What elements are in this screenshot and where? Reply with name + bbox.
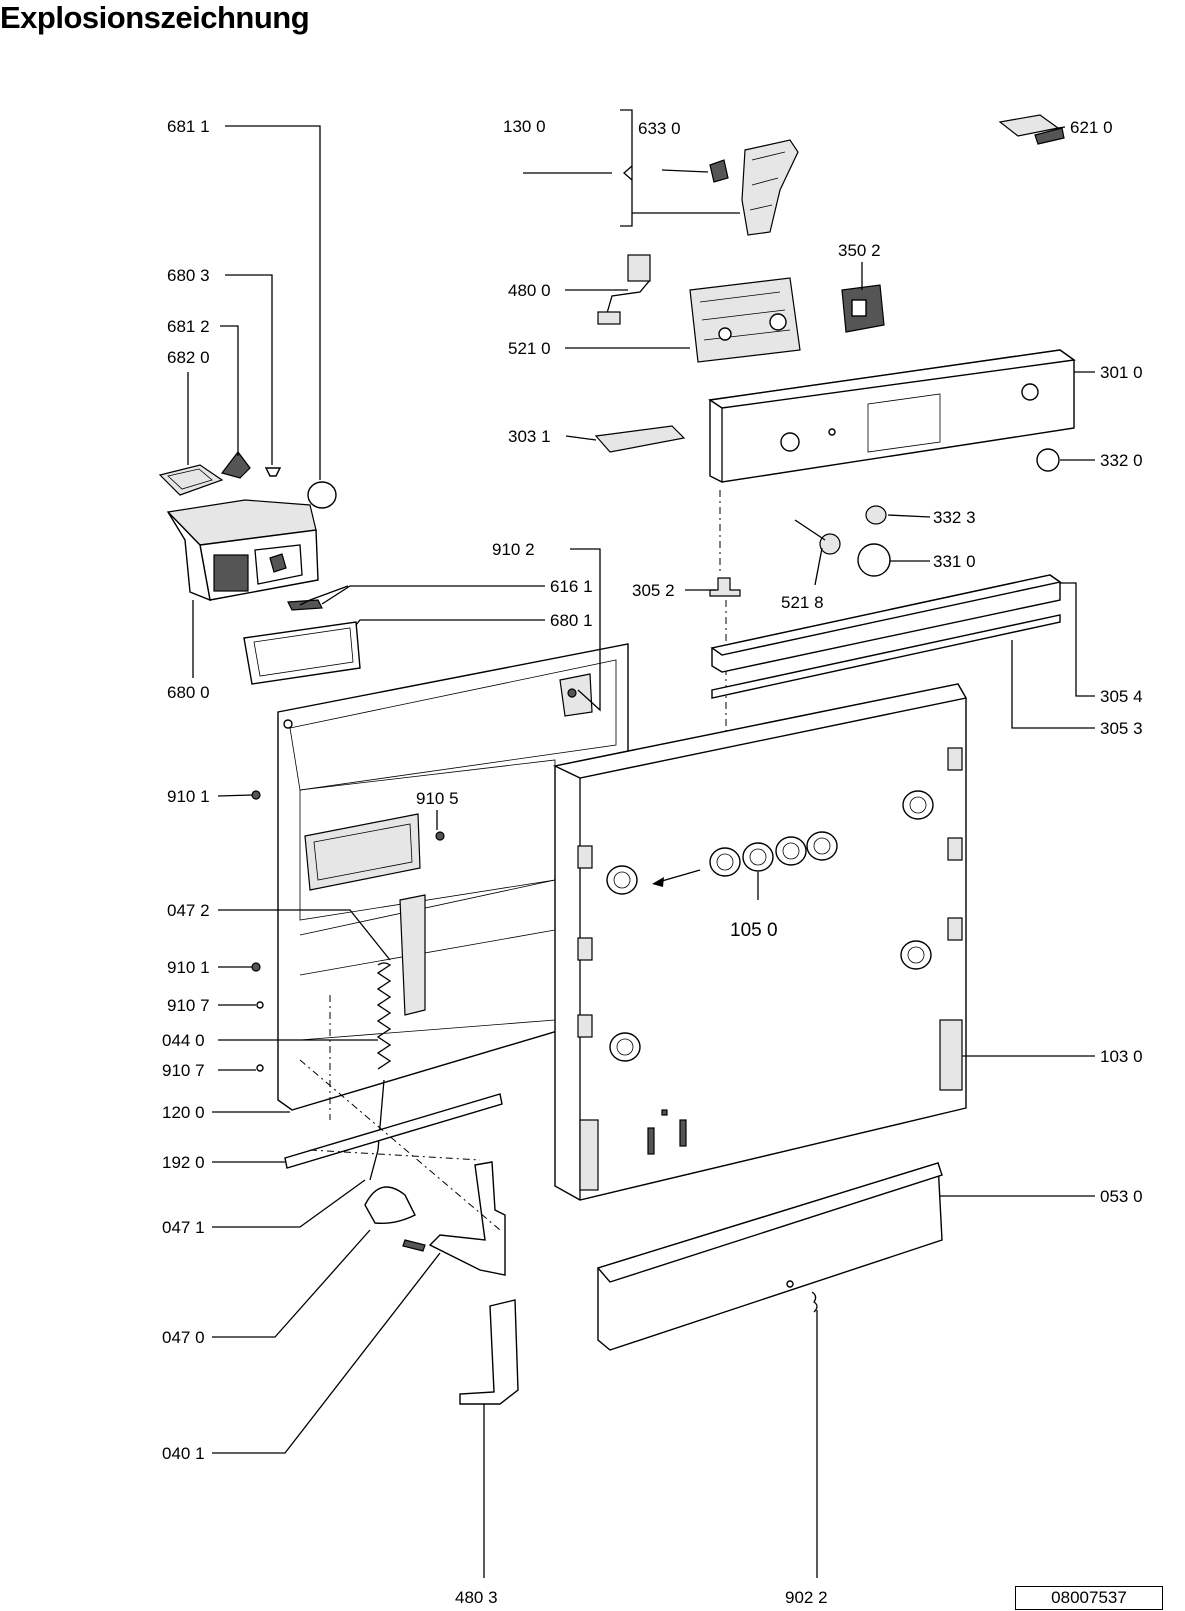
label-910-2: 910 2 [492,540,535,559]
label-621-0: 621 0 [1070,118,1113,137]
label-305-3: 305 3 [1100,719,1143,738]
label-680-1: 680 1 [550,611,593,630]
kick-plate [596,1162,943,1351]
label-681-1: 681 1 [167,117,210,136]
label-910-7-a: 910 7 [167,996,210,1015]
label-047-1: 047 1 [162,1218,205,1237]
leader-lines [187,109,1095,1578]
label-910-1-b: 910 1 [167,958,210,977]
label-332-0: 332 0 [1100,451,1143,470]
label-910-5: 910 5 [416,789,459,808]
label-480-3: 480 3 [455,1588,498,1607]
control-panel [594,349,1076,577]
part-labels: 681 1 680 3 681 2 682 0 616 1 680 1 680 … [162,117,1143,1607]
document-number: 08007537 [1015,1586,1163,1610]
label-910-7-b: 910 7 [162,1061,205,1080]
page-title: Explosionszeichnung [0,0,310,35]
label-480-0: 480 0 [508,281,551,300]
label-305-2: 305 2 [632,581,675,600]
label-521-0: 521 0 [508,339,551,358]
label-120-0: 120 0 [162,1103,205,1122]
label-130-0: 130 0 [503,117,546,136]
label-331-0: 331 0 [933,552,976,571]
label-680-3: 680 3 [167,266,210,285]
label-902-2: 902 2 [785,1588,828,1607]
label-682-0: 682 0 [167,348,210,367]
label-680-0: 680 0 [167,683,210,702]
label-303-1: 303 1 [508,427,551,446]
label-053-0: 053 0 [1100,1187,1143,1206]
label-105-0: 105 0 [730,920,778,941]
outer-door [552,683,968,1201]
electronics-parts [597,114,1065,363]
rail-parts [709,490,1062,825]
label-332-3: 332 3 [933,508,976,527]
label-192-0: 192 0 [162,1153,205,1172]
label-616-1: 616 1 [550,577,593,596]
inner-door-panel [251,643,629,1405]
label-103-0: 103 0 [1100,1047,1143,1066]
label-301-0: 301 0 [1100,363,1143,382]
label-350-2: 350 2 [838,241,881,260]
label-305-4: 305 4 [1100,687,1143,706]
dispenser-assembly [158,451,361,685]
label-681-2: 681 2 [167,317,210,336]
label-044-0: 044 0 [162,1031,205,1050]
label-047-0: 047 0 [162,1328,205,1347]
label-047-2: 047 2 [167,901,210,920]
label-633-0: 633 0 [638,119,681,138]
label-521-8: 521 8 [781,593,824,612]
label-910-1-a: 910 1 [167,787,210,806]
label-040-1: 040 1 [162,1444,205,1463]
